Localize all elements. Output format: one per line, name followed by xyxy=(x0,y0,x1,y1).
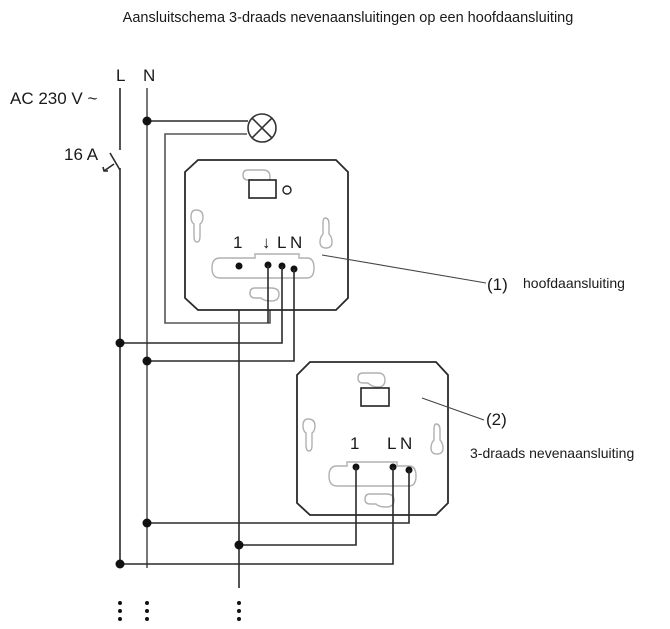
continuation-marker-l xyxy=(118,601,122,621)
terminal-label-main-1: 1 xyxy=(233,233,242,252)
junction-switched-ext xyxy=(234,540,244,550)
line-l xyxy=(109,88,121,568)
wire-main-n xyxy=(147,269,295,362)
junction-l-ext xyxy=(115,559,125,569)
junction-n-main xyxy=(142,356,152,366)
fuse-arrow-icon xyxy=(102,163,115,172)
junction-l-main xyxy=(115,338,125,348)
fuse-label: 16 A xyxy=(64,145,99,164)
extension-unit xyxy=(296,361,449,516)
callout-leader-2 xyxy=(421,397,485,421)
wire-ext-1 xyxy=(239,467,357,546)
wire-ext-l xyxy=(120,467,394,565)
callout-text-2: 3-draads nevenaansluiting xyxy=(470,445,634,461)
wire-ext-n xyxy=(147,470,410,524)
voltage-label: AC 230 V ~ xyxy=(10,89,97,108)
continuation-marker-n xyxy=(145,601,149,621)
wire-main-l xyxy=(120,266,283,344)
terminal-main-1 xyxy=(235,262,243,270)
callout-number-2: (2) xyxy=(486,410,507,429)
diagram-title: Aansluitschema 3-draads nevenaansluiting… xyxy=(123,10,574,26)
terminal-label-ext-n: N xyxy=(400,434,412,453)
callout-number-1: (1) xyxy=(487,275,508,294)
terminal-label-ext-1: 1 xyxy=(350,434,359,453)
junction-n-ext xyxy=(142,518,152,528)
lamp-icon xyxy=(247,113,277,143)
callout-leader-1 xyxy=(321,254,487,284)
line-label-n: N xyxy=(143,66,155,85)
terminal-label-main-l: L xyxy=(277,233,286,252)
line-label-l: L xyxy=(116,66,125,85)
junction-n-lamp xyxy=(142,116,152,126)
terminal-label-main-n: N xyxy=(290,233,302,252)
terminal-label-ext-l: L xyxy=(387,434,396,453)
terminal-label-main-arrow: ↓ xyxy=(262,233,271,252)
callout-text-1: hoofdaansluiting xyxy=(523,275,625,291)
main-unit xyxy=(184,159,349,311)
continuation-marker-switched xyxy=(237,601,241,621)
